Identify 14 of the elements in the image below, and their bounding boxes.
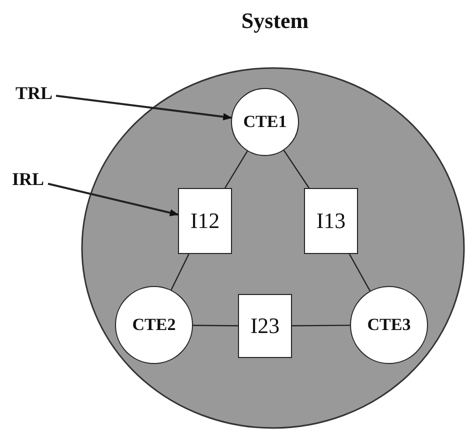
interface-box: I23 [238,294,292,358]
system-label: System [240,8,310,34]
connector-line [193,324,238,326]
connector-line [224,150,248,188]
connector-line [283,150,310,188]
arrow [56,94,232,120]
connector-line [348,254,371,292]
readiness-label: TRL [12,80,56,106]
connector-line [170,254,190,290]
arrow [48,182,179,216]
interface-box: I12 [178,188,232,254]
readiness-label: IRL [8,166,48,192]
connector-line [292,324,350,326]
interface-box: I13 [304,188,358,254]
